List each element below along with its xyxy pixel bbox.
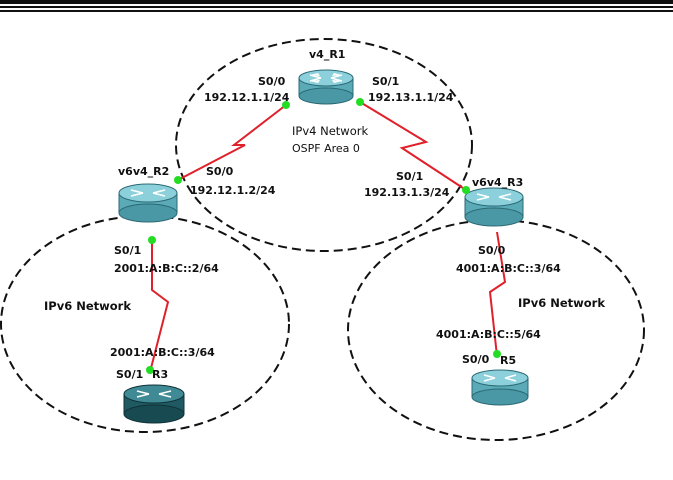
r3b-s01-addr: 2001:A:B:C::3/64 — [110, 346, 215, 359]
router-arrows-icon — [483, 374, 517, 382]
r3-s01-port: S0/1 — [396, 170, 423, 183]
router-arrows-icon — [130, 189, 166, 197]
r5-s00-port: S0/0 — [462, 353, 490, 366]
router-name-r3: R3 — [152, 368, 168, 381]
link-r1-r2[interactable] — [177, 104, 287, 181]
ipv4-network-area: OSPF Area 0 — [292, 142, 360, 155]
r2-s01-port: S0/1 — [114, 244, 141, 257]
r5-s00-addr: 4001:A:B:C::5/64 — [436, 328, 541, 341]
ipv4-network-title: IPv4 Network — [292, 124, 368, 138]
r3-s01-addr: 192.13.1.3/24 — [364, 186, 450, 199]
r1-s01-addr: 192.13.1.1/24 — [368, 91, 454, 104]
router-arrows-icon — [136, 390, 172, 398]
link-endpoints — [146, 98, 501, 374]
router-name-v6v4-r2: v6v4_R2 — [118, 165, 169, 178]
endpoint-r3-s01 — [462, 186, 470, 194]
endpoint-r1-s00 — [282, 101, 290, 109]
router-name-v4-r1: v4_R1 — [309, 48, 345, 61]
endpoint-r1-s01 — [356, 98, 364, 106]
router-v6v4-r3[interactable] — [464, 187, 524, 227]
ipv6-left-network-title: IPv6 Network — [44, 299, 131, 313]
router-name-v6v4-r3: v6v4_R3 — [472, 176, 523, 189]
endpoint-r3b-s01 — [146, 366, 154, 374]
link-r1-r3[interactable] — [359, 101, 467, 191]
r2-s00-addr: 192.12.1.2/24 — [190, 184, 276, 197]
header-bar — [0, 0, 673, 12]
router-name-r5: R5 — [500, 354, 516, 367]
router-v4-r1[interactable] — [298, 69, 354, 105]
r1-s00-port: S0/0 — [258, 75, 286, 88]
endpoint-r2-s00 — [174, 176, 182, 184]
router-arrows-icon — [309, 73, 343, 83]
ipv4-network-boundary — [175, 38, 473, 252]
link-r2-r3b[interactable] — [149, 238, 170, 373]
r1-s00-addr: 192.12.1.1/24 — [204, 91, 290, 104]
router-arrows-icon — [476, 193, 512, 201]
ipv6-right-network-title: IPv6 Network — [518, 296, 605, 310]
router-v6v4-r2[interactable] — [118, 183, 178, 223]
endpoint-r5-s00 — [493, 350, 501, 358]
r3-s00-addr: 4001:A:B:C::3/64 — [456, 262, 561, 275]
r1-s01-port: S0/1 — [372, 75, 399, 88]
r2-s01-addr: 2001:A:B:C::2/64 — [114, 262, 219, 275]
r3-s00-port: S0/0 — [478, 244, 506, 257]
endpoint-r2-s01 — [148, 236, 156, 244]
router-r3[interactable] — [123, 384, 185, 424]
r3b-s01-port: S0/1 — [116, 368, 143, 381]
link-r3-r5[interactable] — [488, 231, 507, 357]
r2-s00-port: S0/0 — [206, 165, 234, 178]
router-r5[interactable] — [471, 369, 529, 406]
